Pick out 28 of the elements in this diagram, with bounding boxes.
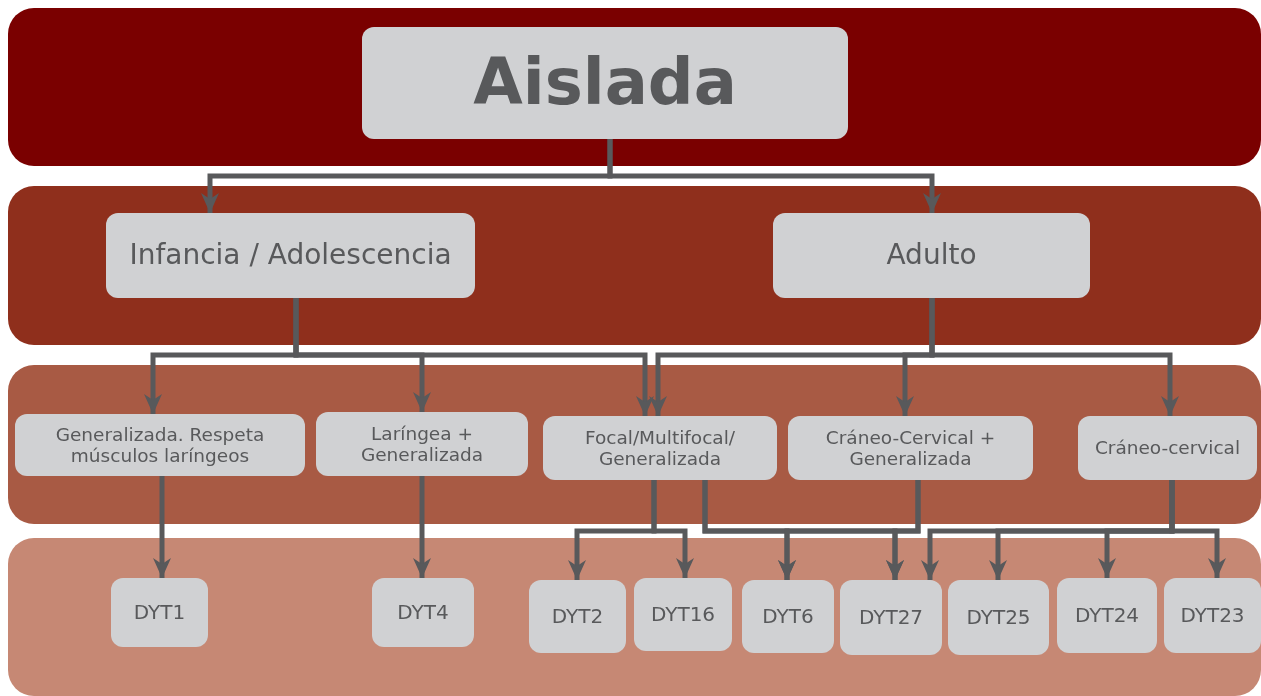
arrow: [607, 139, 941, 213]
process-box: DYT16: [634, 578, 732, 651]
arrow: [293, 298, 654, 416]
process-box: Cráneo-Cervical + Generalizada: [788, 416, 1033, 480]
process-box: Infancia / Adolescencia: [106, 213, 475, 298]
process-box: Laríngea + Generalizada: [316, 412, 528, 476]
band: [8, 538, 1261, 696]
process-box: DYT23: [1164, 578, 1261, 653]
band: [8, 8, 1261, 166]
arrow: [929, 298, 1179, 416]
band: [8, 186, 1261, 345]
process-box: Generalizada. Respeta músculos laríngeos: [15, 414, 305, 476]
process-box: DYT6: [742, 580, 834, 653]
process-box: DYT25: [948, 580, 1049, 655]
process-box: Aislada: [362, 27, 848, 139]
process-box: DYT4: [372, 578, 474, 647]
arrow: [886, 480, 921, 580]
process-box: DYT27: [840, 580, 942, 655]
arrow: [651, 480, 694, 578]
band: [8, 365, 1261, 524]
arrow: [153, 476, 171, 578]
process-box: Adulto: [773, 213, 1090, 298]
process-box: DYT2: [529, 580, 626, 653]
process-box: DYT24: [1057, 578, 1157, 653]
process-box: Cráneo-cervical: [1078, 416, 1257, 480]
process-box: DYT1: [111, 578, 208, 647]
process-box: Focal/Multifocal/ Generalizada: [543, 416, 777, 480]
arrow: [413, 476, 431, 578]
